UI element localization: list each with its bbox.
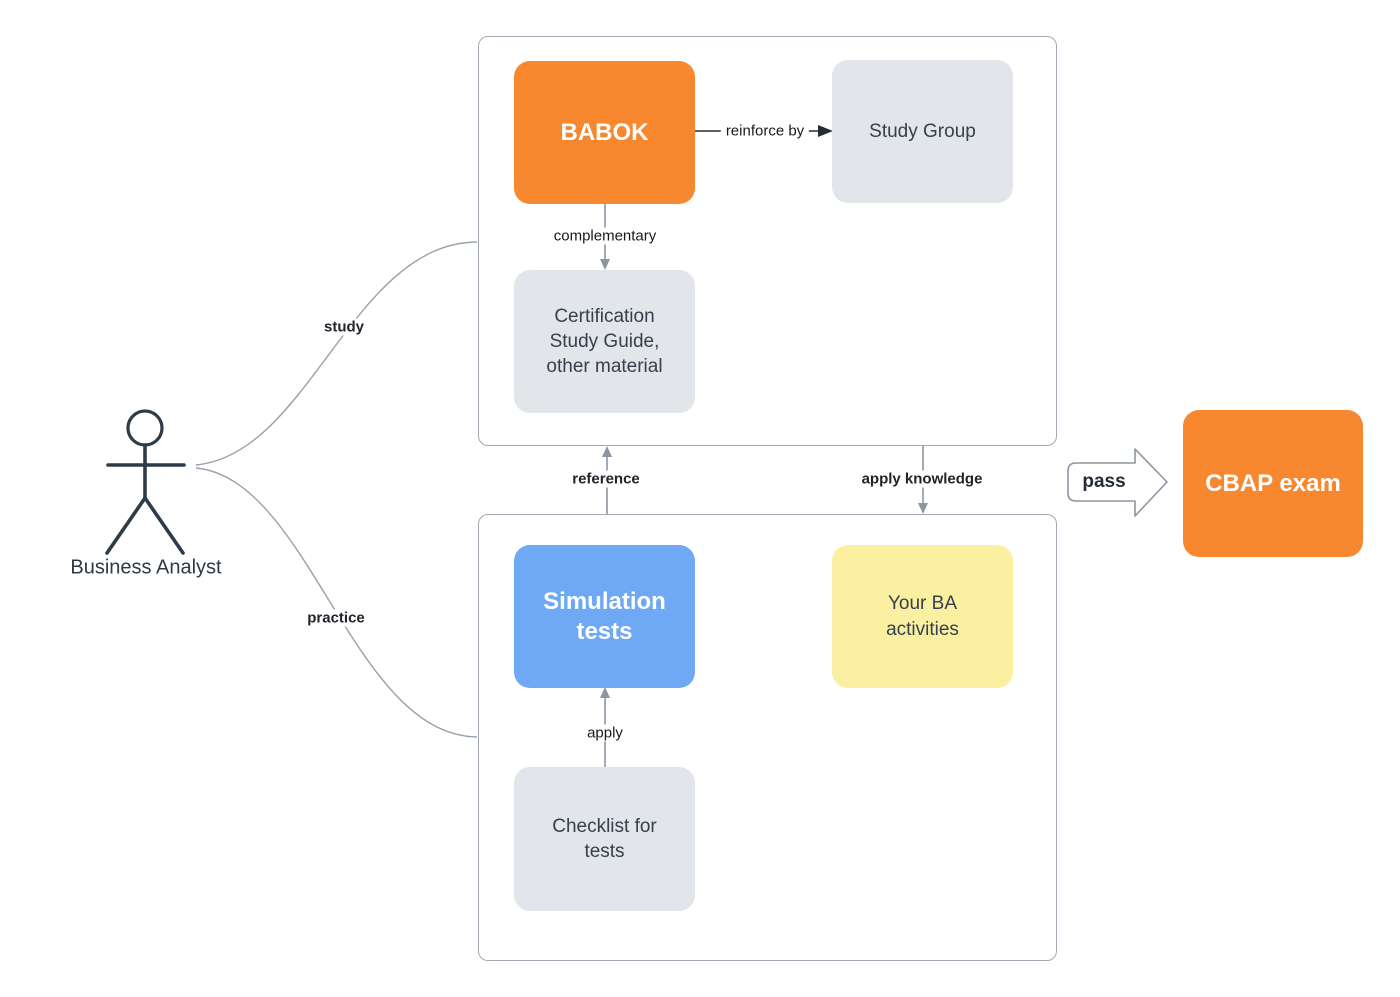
- edge-label-reinforce-by: reinforce by: [720, 122, 810, 140]
- node-certification-study-guide-label: Certification Study Guide, other materia…: [546, 305, 663, 378]
- arrowhead-up-icon: [602, 446, 612, 457]
- node-ba-activities[interactable]: Your BA activities: [832, 545, 1013, 688]
- node-study-group[interactable]: Study Group: [832, 60, 1013, 203]
- node-checklist-for-tests-label: Checklist for tests: [552, 815, 657, 862]
- pass-block-arrow-icon: [1067, 448, 1168, 517]
- actor-figure-icon: [105, 409, 186, 555]
- edge-label-reference: reference: [567, 470, 645, 488]
- arrowhead-down-icon: [600, 259, 610, 270]
- edge-label-apply-knowledge: apply knowledge: [856, 470, 988, 488]
- edge-label-pass: pass: [1082, 471, 1126, 492]
- node-cbap-exam-label: CBAP exam: [1205, 469, 1341, 497]
- edge-label-apply: apply: [582, 724, 628, 742]
- node-simulation-tests[interactable]: Simulation tests: [514, 545, 695, 688]
- node-cbap-exam[interactable]: CBAP exam: [1183, 410, 1363, 557]
- node-checklist-for-tests[interactable]: Checklist for tests: [514, 767, 695, 911]
- node-certification-study-guide[interactable]: Certification Study Guide, other materia…: [514, 270, 695, 413]
- node-babok[interactable]: BABOK: [514, 61, 695, 204]
- node-study-group-label: Study Group: [869, 120, 976, 142]
- edge-label-practice: practice: [302, 609, 370, 627]
- node-simulation-tests-label: Simulation tests: [543, 587, 666, 645]
- node-ba-activities-label: Your BA activities: [886, 593, 959, 640]
- actor-label: Business Analyst: [70, 556, 222, 579]
- edge-label-complementary: complementary: [548, 227, 662, 245]
- node-babok-label: BABOK: [560, 118, 649, 146]
- practice-edge-line: [195, 467, 478, 738]
- edge-label-study: study: [318, 318, 370, 336]
- arrowhead-up-icon: [600, 687, 610, 698]
- arrowhead-right-icon: [818, 125, 833, 137]
- arrowhead-down-icon: [918, 503, 928, 514]
- study-edge-line: [195, 241, 478, 466]
